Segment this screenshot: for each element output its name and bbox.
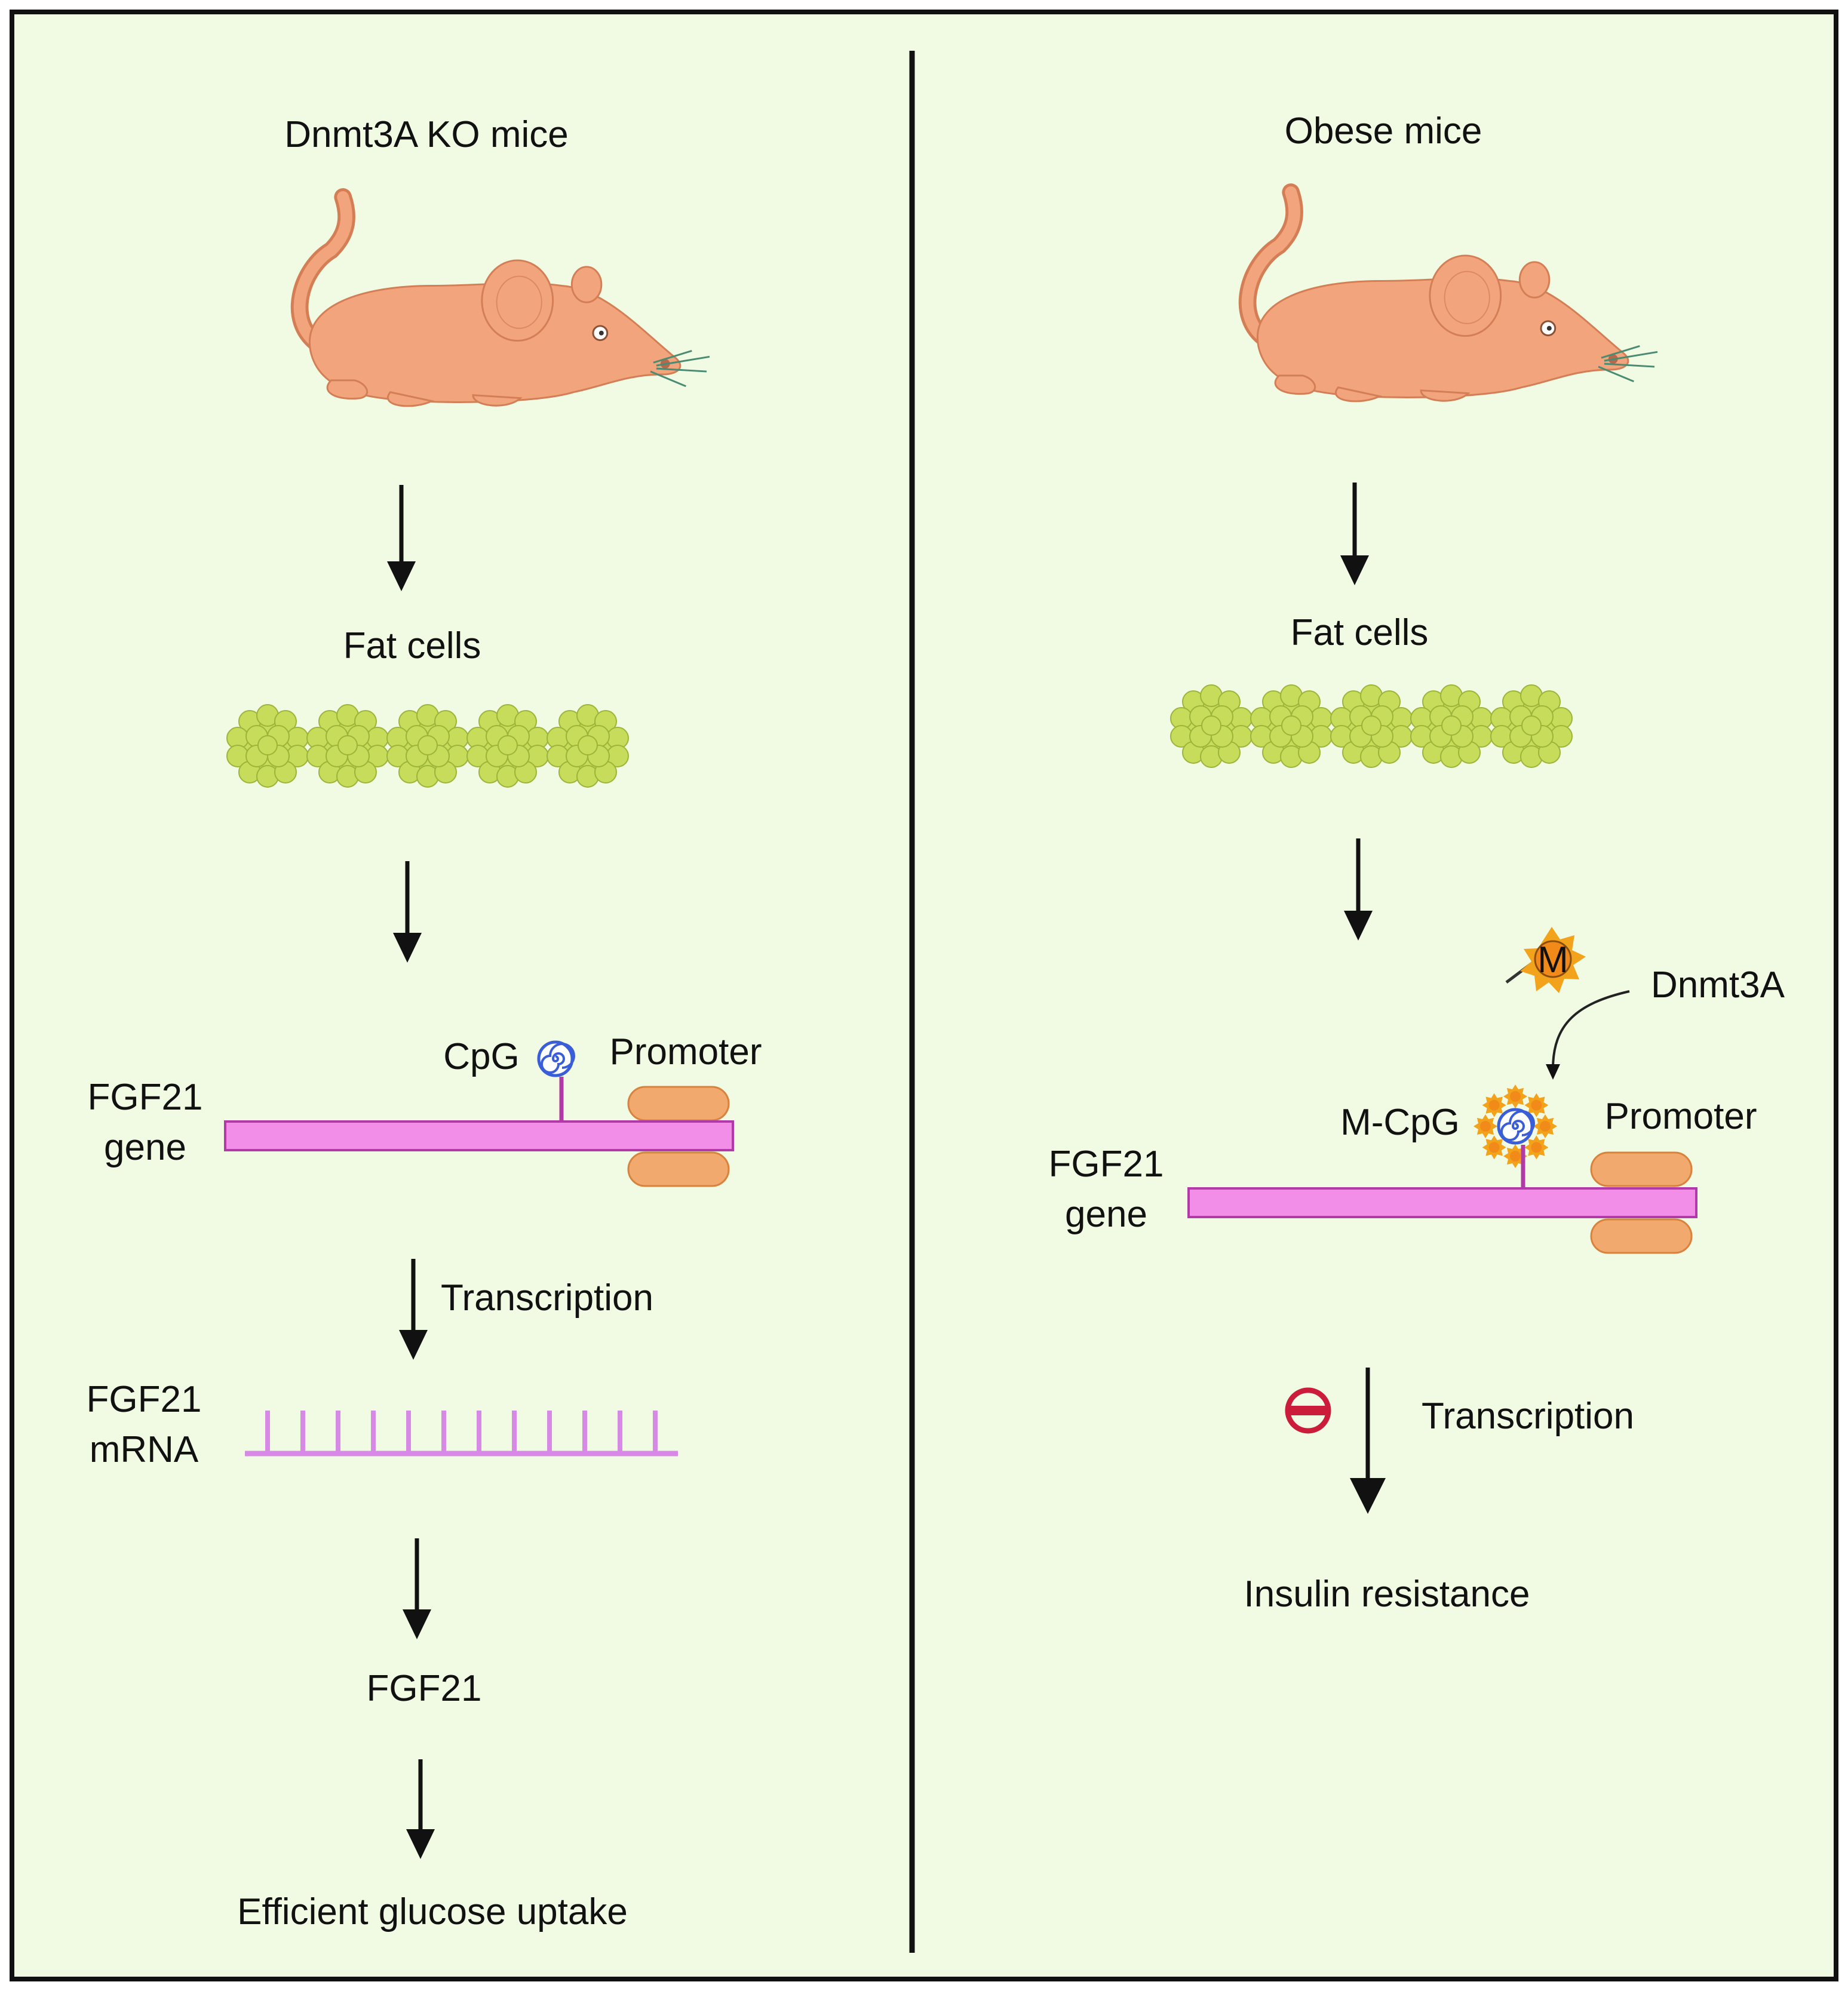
arrow-to-gene — [1344, 838, 1373, 941]
arrow-transcription — [399, 1259, 428, 1360]
right-fat-cells-label: Fat cells — [1291, 612, 1429, 653]
right-gene-label-line2: gene — [1065, 1194, 1147, 1235]
left-cpg-label: CpG — [443, 1036, 519, 1077]
arrow-to-fat-cells — [387, 485, 416, 591]
mrna-strand — [245, 1411, 678, 1457]
right-panel: Obese mice Fat cells M Dnmt3A — [1049, 110, 1785, 1615]
left-mrna-label-line1: FGF21 — [87, 1379, 202, 1420]
spiral-icon — [539, 1042, 574, 1076]
left-promoter-bottom — [627, 1151, 730, 1187]
spiral-icon — [1499, 1110, 1534, 1143]
arrow-to-protein — [403, 1538, 431, 1639]
left-panel-title: Dnmt3A KO mice — [284, 114, 568, 155]
methyl-badge-label: M — [1537, 939, 1568, 981]
left-protein-label: FGF21 — [367, 1668, 482, 1709]
arrow-to-gene — [393, 861, 422, 963]
right-gene-bar — [1187, 1187, 1697, 1218]
left-mrna-label-line2: mRNA — [90, 1429, 199, 1470]
right-transcription-label: Transcription — [1422, 1396, 1634, 1437]
left-outcome-label: Efficient glucose uptake — [237, 1891, 628, 1932]
methylated-cpg — [1474, 1084, 1557, 1168]
arrow-to-fat-cells — [1340, 483, 1369, 585]
arrow-to-outcome — [406, 1759, 435, 1859]
left-panel: Dnmt3A KO mice Fat cells CpG Promoter FG… — [87, 114, 762, 1932]
left-promoter-top — [627, 1086, 730, 1122]
right-promoter-top — [1590, 1151, 1693, 1187]
left-gene-label-line2: gene — [104, 1127, 186, 1168]
left-promoter-label: Promoter — [610, 1031, 762, 1073]
minus-circle-icon — [1285, 1387, 1331, 1434]
left-fat-cell-row — [226, 704, 629, 788]
dnmt3a-arrow — [1552, 990, 1630, 1070]
left-transcription-label: Transcription — [441, 1277, 653, 1319]
methyl-group-badge: M — [1505, 927, 1586, 993]
right-gene-label-line1: FGF21 — [1049, 1144, 1164, 1185]
dnmt3a-label: Dnmt3A — [1651, 964, 1785, 1006]
right-promoter-bottom — [1590, 1218, 1693, 1254]
right-outcome-label: Insulin resistance — [1244, 1574, 1530, 1615]
left-gene-bar — [224, 1120, 734, 1151]
right-panel-title: Obese mice — [1285, 110, 1482, 152]
arrow-blocked-transcription — [1350, 1368, 1386, 1514]
mcpg-label: M-CpG — [1340, 1102, 1460, 1143]
left-fat-cells-label: Fat cells — [343, 625, 481, 666]
right-fat-cell-row — [1170, 684, 1573, 768]
left-gene-label-line1: FGF21 — [88, 1077, 203, 1118]
right-promoter-label: Promoter — [1605, 1096, 1757, 1137]
